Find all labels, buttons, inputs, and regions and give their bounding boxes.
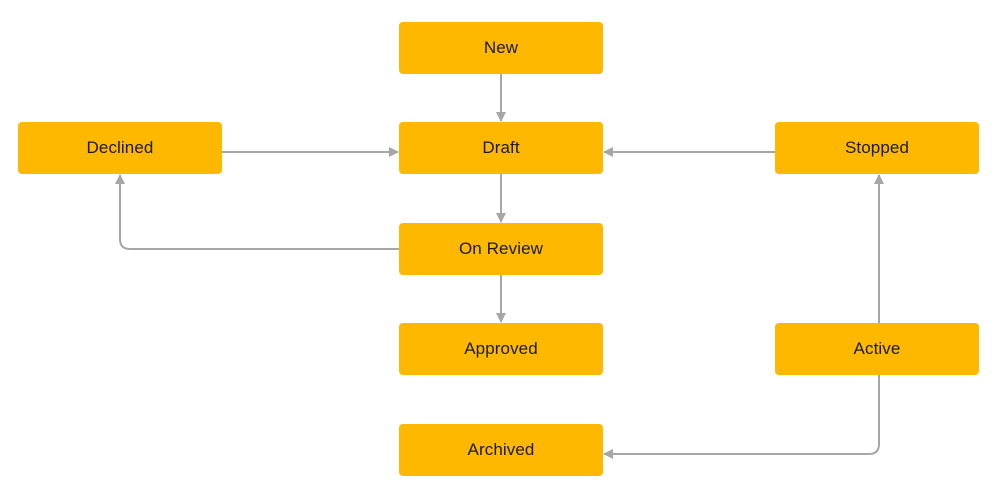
node-new-label: New [483, 38, 519, 57]
edge-on-review-to-declined [115, 174, 399, 250]
node-approved-label: Approved [464, 339, 538, 358]
node-declined-label: Declined [86, 138, 154, 157]
edge-active-to-archived [603, 375, 880, 459]
node-archived[interactable]: Archived [399, 424, 603, 476]
node-stopped-label: Stopped [844, 138, 910, 157]
node-stopped[interactable]: Stopped [775, 122, 979, 174]
node-new[interactable]: New [399, 22, 603, 74]
node-declined[interactable]: Declined [18, 122, 222, 174]
node-active-label: Active [853, 339, 901, 358]
node-on-review-label: On Review [458, 239, 544, 258]
node-on-review[interactable]: On Review [399, 223, 603, 275]
node-active[interactable]: Active [775, 323, 979, 375]
node-draft-label: Draft [482, 138, 520, 157]
node-approved[interactable]: Approved [399, 323, 603, 375]
node-draft[interactable]: Draft [399, 122, 603, 174]
node-archived-label: Archived [467, 440, 535, 459]
